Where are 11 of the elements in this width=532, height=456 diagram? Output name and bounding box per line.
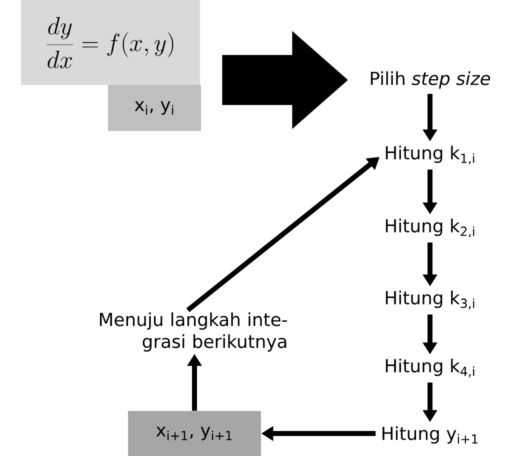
step-label: Hitung k$_{1,i}$ [386,146,474,164]
block-arrow [222,31,348,129]
value-box: x$_{i}$, y$_{i}$ [108,84,201,131]
value-box: x$_{i+1}$, y$_{i+1}$ [128,410,261,456]
step-label: Hitung k$_{3,i}$ [386,290,474,310]
step-label: Hitung k$_{2,i}$ [386,218,474,238]
step-label: Hitung y$_{i+1}$ [382,426,478,444]
note-text: Menuju langkah inte- grasi berikutnya [100,312,287,352]
step-label: Pilih step size [370,71,490,89]
step-label: Hitung k$_{4,i}$ [386,358,474,378]
equation-box: $\frac{dy}{dx}=f(x,y)$ [21,0,200,85]
